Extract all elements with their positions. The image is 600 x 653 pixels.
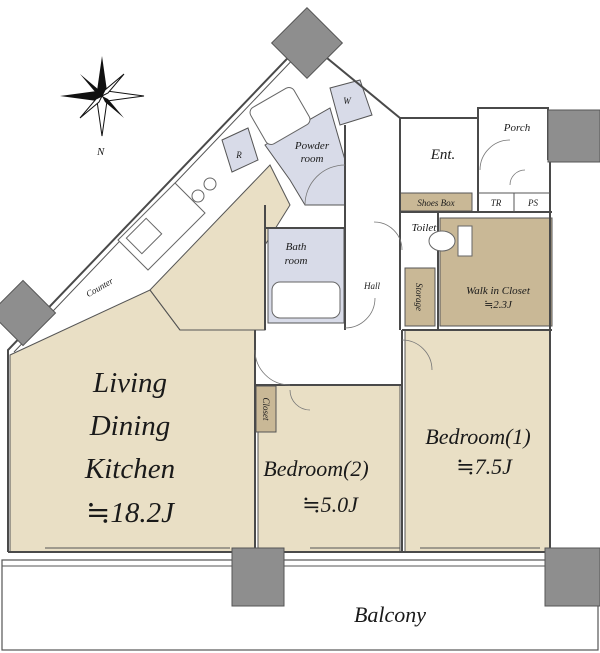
outer-wall-top <box>400 107 549 160</box>
powder-room-label-line2: room <box>301 153 324 165</box>
pillar-top <box>270 6 344 80</box>
pillar-left <box>0 279 57 347</box>
powder-room-label-line1: Powder <box>294 140 330 152</box>
toilet-label: Toilet <box>412 222 438 234</box>
refrigerator-label: R <box>235 150 242 160</box>
hall-label: Hall <box>363 281 381 291</box>
ldk-size-label: ≒18.2J <box>86 497 175 529</box>
tr-label: TR <box>491 198 502 208</box>
ldk-label-line1: Living <box>92 367 167 399</box>
washer-label: W <box>343 96 352 106</box>
powder-sink <box>249 87 311 145</box>
bath-room-label-line1: Bath <box>286 241 307 253</box>
walkin-closet-size: ≒2.3J <box>484 299 513 311</box>
toilet-bowl <box>428 230 456 252</box>
bath-room-label-line2: room <box>285 255 308 267</box>
pillar-bottom-right <box>544 547 600 607</box>
refrigerator-area <box>221 127 259 173</box>
entrance-label: Ent. <box>430 147 456 163</box>
ps-label: PS <box>527 198 538 208</box>
porch-label: Porch <box>503 122 531 134</box>
bedroom1-size-label: ≒7.5J <box>456 454 513 479</box>
shoes-box-label: Shoes Box <box>417 198 454 208</box>
compass-rose-icon <box>60 56 145 137</box>
compass-north-label: N <box>96 146 105 158</box>
washer-area <box>329 79 373 126</box>
bedroom2-label: Bedroom(2) <box>263 456 369 481</box>
storage-closet <box>404 267 436 327</box>
ldk-label-line3: Kitchen <box>84 453 175 485</box>
pillar-bottom-mid <box>231 547 285 607</box>
bedroom1-label: Bedroom(1) <box>425 424 531 449</box>
counter-label: Counter <box>84 275 115 299</box>
bathtub <box>271 281 341 319</box>
pillar-top-right <box>547 109 600 163</box>
ldk-label-line2: Dining <box>89 410 171 442</box>
toilet-tank <box>457 225 473 257</box>
kitchen-counter <box>117 177 217 271</box>
doors <box>254 139 526 411</box>
storage-label: Storage <box>414 283 424 311</box>
bedroom2-size-label: ≒5.0J <box>302 492 359 517</box>
walkin-closet-label: Walk in Closet <box>466 285 531 297</box>
closet-label: Closet <box>261 397 271 421</box>
outer-wall-left <box>7 38 401 552</box>
balcony-label: Balcony <box>354 602 426 627</box>
balcony-area <box>1 559 599 651</box>
